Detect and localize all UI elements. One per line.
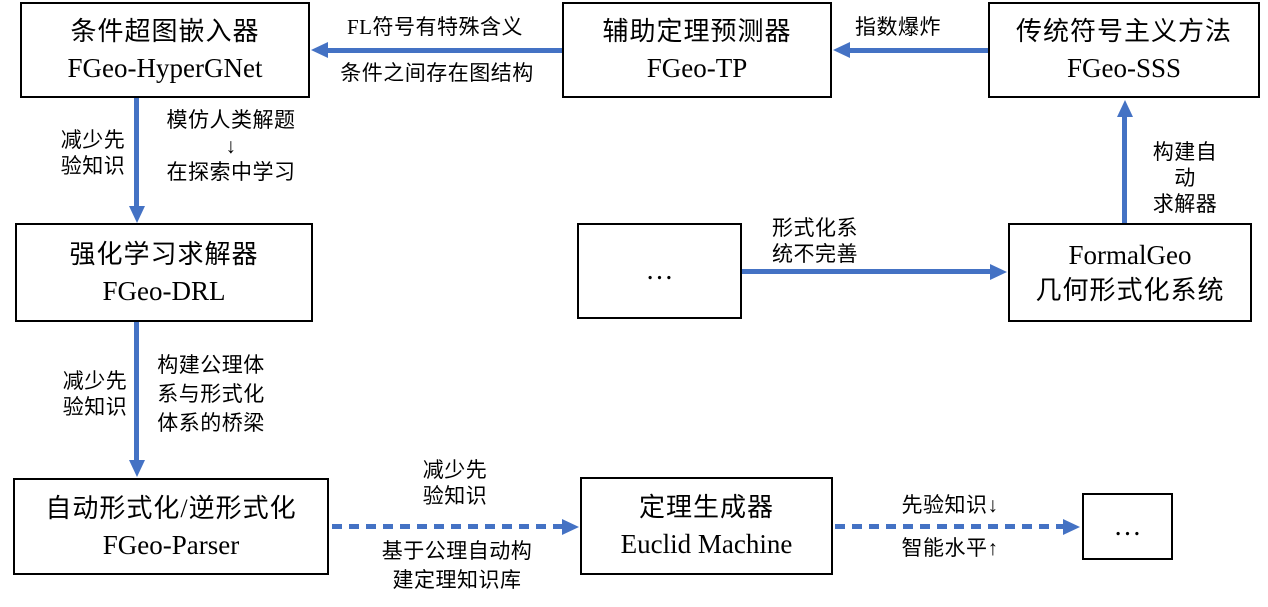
- edge-label-prior-down: 先验知识↓: [901, 493, 999, 517]
- box-title-en: FGeo-DRL: [102, 275, 226, 306]
- edge-label-reduce-prior-3: 减少先 验知识: [422, 458, 488, 508]
- arrow-shaft: [1122, 116, 1127, 223]
- box-title-zh: 定理生成器: [638, 493, 774, 522]
- edge-label-exponential: 指数爆炸: [855, 15, 941, 39]
- arrowhead-up-icon: [1117, 100, 1133, 117]
- box-title-zh: 条件超图嵌入器: [70, 17, 260, 46]
- arrowhead-left-icon: [311, 42, 328, 58]
- box-formalgeo: FormalGeo 几何形式化系统: [1008, 223, 1252, 322]
- edge-label-fl-special: FL符号有特殊含义: [346, 15, 524, 39]
- edge-label-intel-up: 智能水平↑: [901, 536, 999, 560]
- arrowhead-left-icon: [833, 42, 850, 58]
- edge-label-graph-structure: 条件之间存在图结构: [340, 61, 534, 85]
- box-title-en: FGeo-HyperGNet: [67, 53, 263, 83]
- arrow-shaft-dashed: [332, 524, 562, 529]
- box-title-zh: 传统符号主义方法: [1015, 17, 1232, 46]
- box-title-en: FGeo-TP: [646, 53, 748, 83]
- box-title-zh: 自动形式化/逆形式化: [45, 493, 297, 523]
- box-drl: 强化学习求解器 FGeo-DRL: [15, 223, 313, 322]
- box-title-zh: 辅助定理预测器: [602, 17, 792, 46]
- box-title-en: Euclid Machine: [620, 529, 793, 559]
- edge-label-build-solver: 构建自动 求解器: [1152, 140, 1218, 216]
- arrowhead-right-icon: [562, 519, 579, 535]
- arrowhead-right-icon: [1063, 519, 1080, 535]
- box-title-en: FormalGeo: [1068, 239, 1192, 270]
- edge-label-reduce-prior-2: 减少先 验知识: [62, 369, 128, 419]
- arrowhead-down-icon: [129, 206, 145, 223]
- edge-label-axiom-build-kb: 基于公理自动构 建定理知识库: [381, 539, 533, 592]
- arrow-shaft: [134, 322, 139, 461]
- box-tp: 辅助定理预测器 FGeo-TP: [562, 2, 832, 98]
- box-euclid: 定理生成器 Euclid Machine: [580, 477, 833, 575]
- box-ellipsis-end: …: [1082, 493, 1173, 560]
- arrow-shaft: [742, 269, 990, 274]
- arrow-shaft: [850, 48, 988, 53]
- edge-label-reduce-prior-1: 减少先 验知识: [60, 128, 126, 178]
- ellipsis-text: …: [645, 255, 674, 286]
- box-parser: 自动形式化/逆形式化 FGeo-Parser: [13, 478, 329, 575]
- edge-label-formal-incomplete: 形式化系 统不完善: [772, 216, 858, 266]
- arrow-shaft-dashed: [835, 524, 1063, 529]
- box-ellipsis-mid: …: [577, 223, 742, 319]
- box-title-zh: 强化学习求解器: [69, 239, 259, 269]
- edge-label-imitate-human: 模仿人类解题 ↓ 在探索中学习: [166, 108, 296, 184]
- arrowhead-right-icon: [990, 264, 1007, 280]
- box-sss: 传统符号主义方法 FGeo-SSS: [988, 2, 1260, 98]
- arrow-shaft: [328, 48, 562, 53]
- box-title-en: FGeo-Parser: [102, 529, 240, 560]
- box-title-en: FGeo-SSS: [1066, 53, 1182, 83]
- arrowhead-down-icon: [129, 460, 145, 477]
- box-title-zh: 几何形式化系统: [1035, 275, 1225, 305]
- arrow-shaft: [134, 98, 139, 207]
- ellipsis-text: …: [1113, 510, 1142, 542]
- box-hypergnet: 条件超图嵌入器 FGeo-HyperGNet: [20, 2, 310, 98]
- edge-label-axiom-bridge: 构建公理体 系与形式化 体系的桥梁: [157, 353, 265, 435]
